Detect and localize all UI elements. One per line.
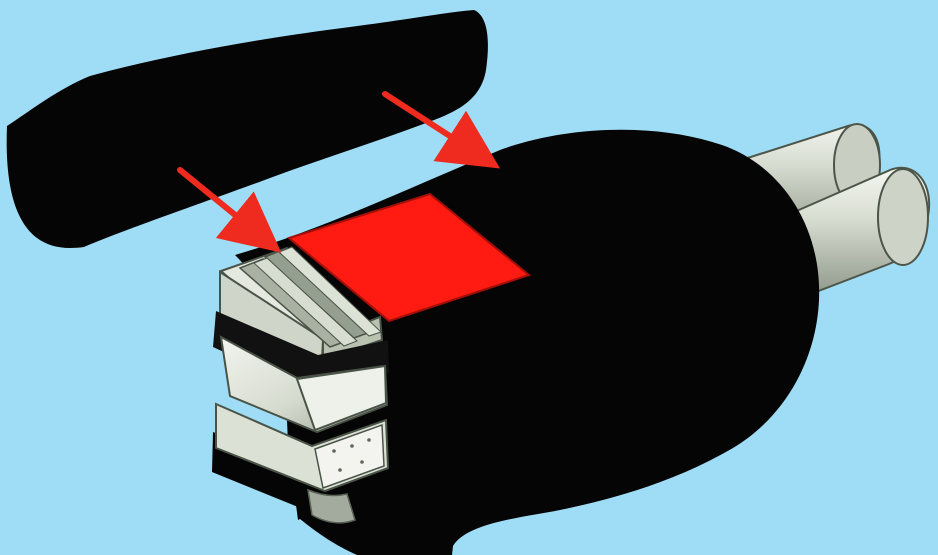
contact-dot-5 — [360, 460, 364, 464]
contact-dot-1 — [332, 449, 336, 453]
contact-dot-4 — [338, 468, 342, 472]
contact-dot-2 — [350, 444, 354, 448]
contact-dot-3 — [367, 438, 371, 442]
rear-ferrule-bottom-end — [878, 169, 928, 265]
